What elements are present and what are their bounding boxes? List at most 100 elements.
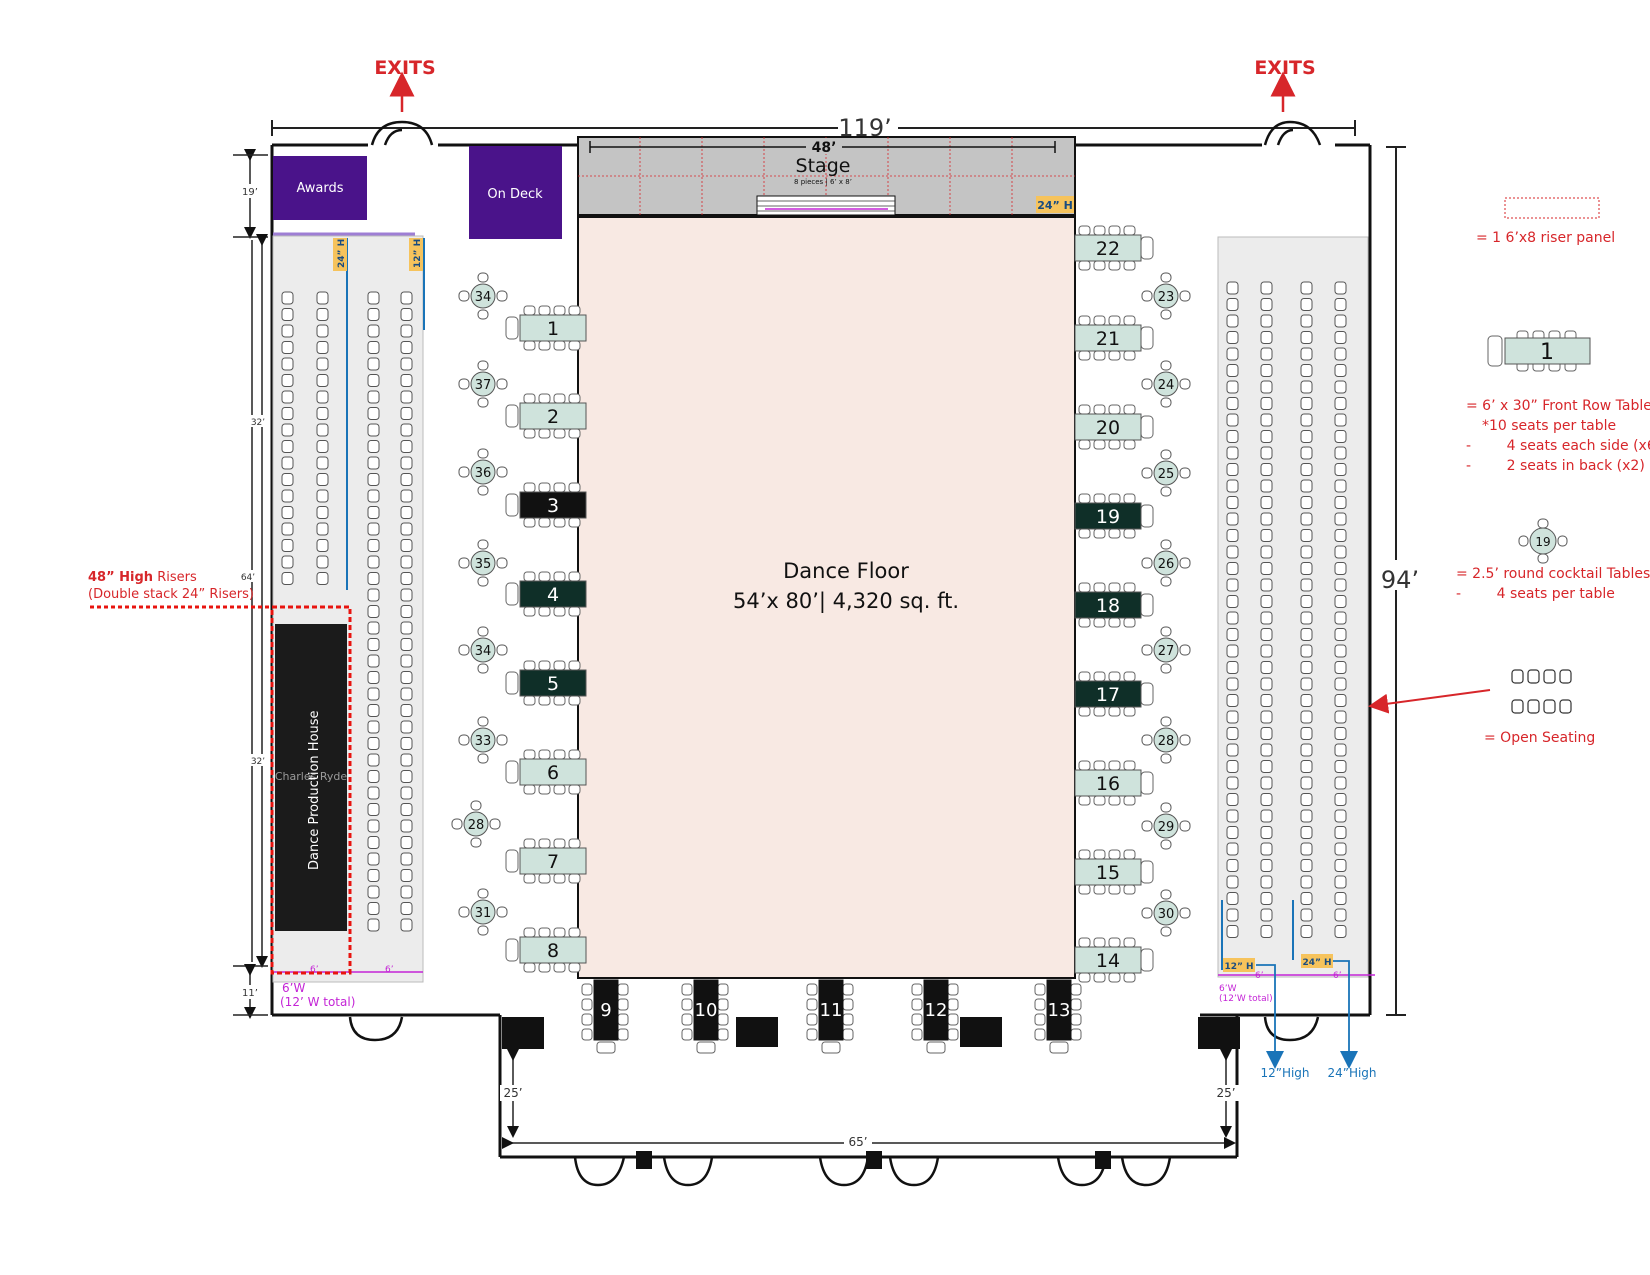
chair <box>400 918 413 932</box>
chair <box>1093 315 1106 326</box>
chair <box>1260 446 1273 460</box>
chair <box>496 290 508 302</box>
chair <box>553 838 566 849</box>
chair <box>400 836 413 849</box>
chair <box>1160 272 1172 283</box>
table-number: 18 <box>1096 595 1120 617</box>
chair <box>477 663 489 674</box>
cocktail-table: 37 <box>458 360 508 408</box>
chair <box>400 621 413 635</box>
chair <box>1034 1013 1046 1026</box>
chair <box>400 440 413 453</box>
chair <box>1070 983 1082 996</box>
table-top <box>519 669 587 697</box>
chair <box>947 998 959 1011</box>
chair <box>1226 331 1239 344</box>
cocktail-table: 25 <box>1141 449 1191 497</box>
chair <box>1300 413 1313 427</box>
table-top <box>519 314 587 342</box>
chair <box>1093 582 1106 593</box>
chair <box>717 998 729 1011</box>
chair <box>400 341 413 354</box>
chair <box>470 837 482 848</box>
left-width-b: 6’ <box>385 965 394 975</box>
chair <box>316 555 329 569</box>
left-64: 64’ <box>241 573 255 583</box>
chair <box>1334 578 1347 592</box>
chair <box>1226 430 1239 443</box>
chair <box>1334 875 1347 889</box>
chair <box>1226 529 1239 542</box>
chair <box>538 838 551 849</box>
chair <box>568 695 581 706</box>
chair <box>1260 314 1273 328</box>
chair <box>1160 309 1172 320</box>
chair <box>1160 397 1172 408</box>
chair <box>400 605 413 618</box>
chair <box>1300 727 1313 740</box>
chair <box>1300 776 1313 790</box>
chair <box>400 456 413 470</box>
chair <box>1300 925 1313 938</box>
chair <box>316 539 329 552</box>
chair <box>1226 281 1239 295</box>
table-number: 12 <box>925 1000 948 1021</box>
chair <box>1260 677 1273 691</box>
chair <box>1123 671 1136 682</box>
chair <box>367 456 380 470</box>
chair <box>1078 404 1091 415</box>
chair <box>458 644 470 656</box>
chair <box>400 357 413 371</box>
chair <box>1334 331 1347 344</box>
chair <box>281 423 294 437</box>
chair <box>1093 617 1106 628</box>
chair <box>1226 644 1239 658</box>
chair <box>1123 884 1136 895</box>
chair <box>1141 290 1153 302</box>
chair <box>523 606 536 617</box>
table-top <box>1074 769 1142 797</box>
chair <box>316 390 329 404</box>
chair <box>1334 545 1347 559</box>
chair <box>367 506 380 519</box>
cocktail-table: 26 <box>1141 539 1191 587</box>
chair <box>1334 760 1347 773</box>
chair <box>1260 529 1273 542</box>
chair <box>1226 628 1239 641</box>
chair <box>1260 628 1273 641</box>
table-top <box>519 402 587 430</box>
table-top <box>923 979 949 1041</box>
chair <box>458 378 470 390</box>
chair <box>1300 760 1313 773</box>
chair <box>1160 539 1172 550</box>
chair <box>1334 677 1347 691</box>
chair <box>1300 826 1313 839</box>
chair <box>1226 892 1239 905</box>
chair <box>281 440 294 453</box>
chair <box>496 557 508 569</box>
chair <box>1334 694 1347 707</box>
table-top <box>1074 234 1142 262</box>
cocktail-table: 23 <box>1141 272 1191 320</box>
table-number: 11 <box>820 1000 843 1021</box>
table-number: 13 <box>1048 1000 1071 1021</box>
chair <box>523 838 536 849</box>
cocktail-table: 34 <box>458 272 508 320</box>
chair <box>1078 582 1091 593</box>
chair <box>281 341 294 354</box>
chair <box>1334 347 1347 361</box>
table-number: 20 <box>1096 417 1120 439</box>
chair <box>1226 380 1239 394</box>
chair <box>911 1028 923 1041</box>
chair <box>538 873 551 884</box>
on-deck-room: On Deck <box>469 146 562 239</box>
chair <box>1078 350 1091 361</box>
chair <box>842 998 854 1011</box>
chair <box>806 998 818 1011</box>
chair <box>1334 809 1347 823</box>
chair <box>1160 360 1172 371</box>
chair <box>1334 611 1347 625</box>
chair <box>367 324 380 338</box>
chair <box>1141 907 1153 919</box>
